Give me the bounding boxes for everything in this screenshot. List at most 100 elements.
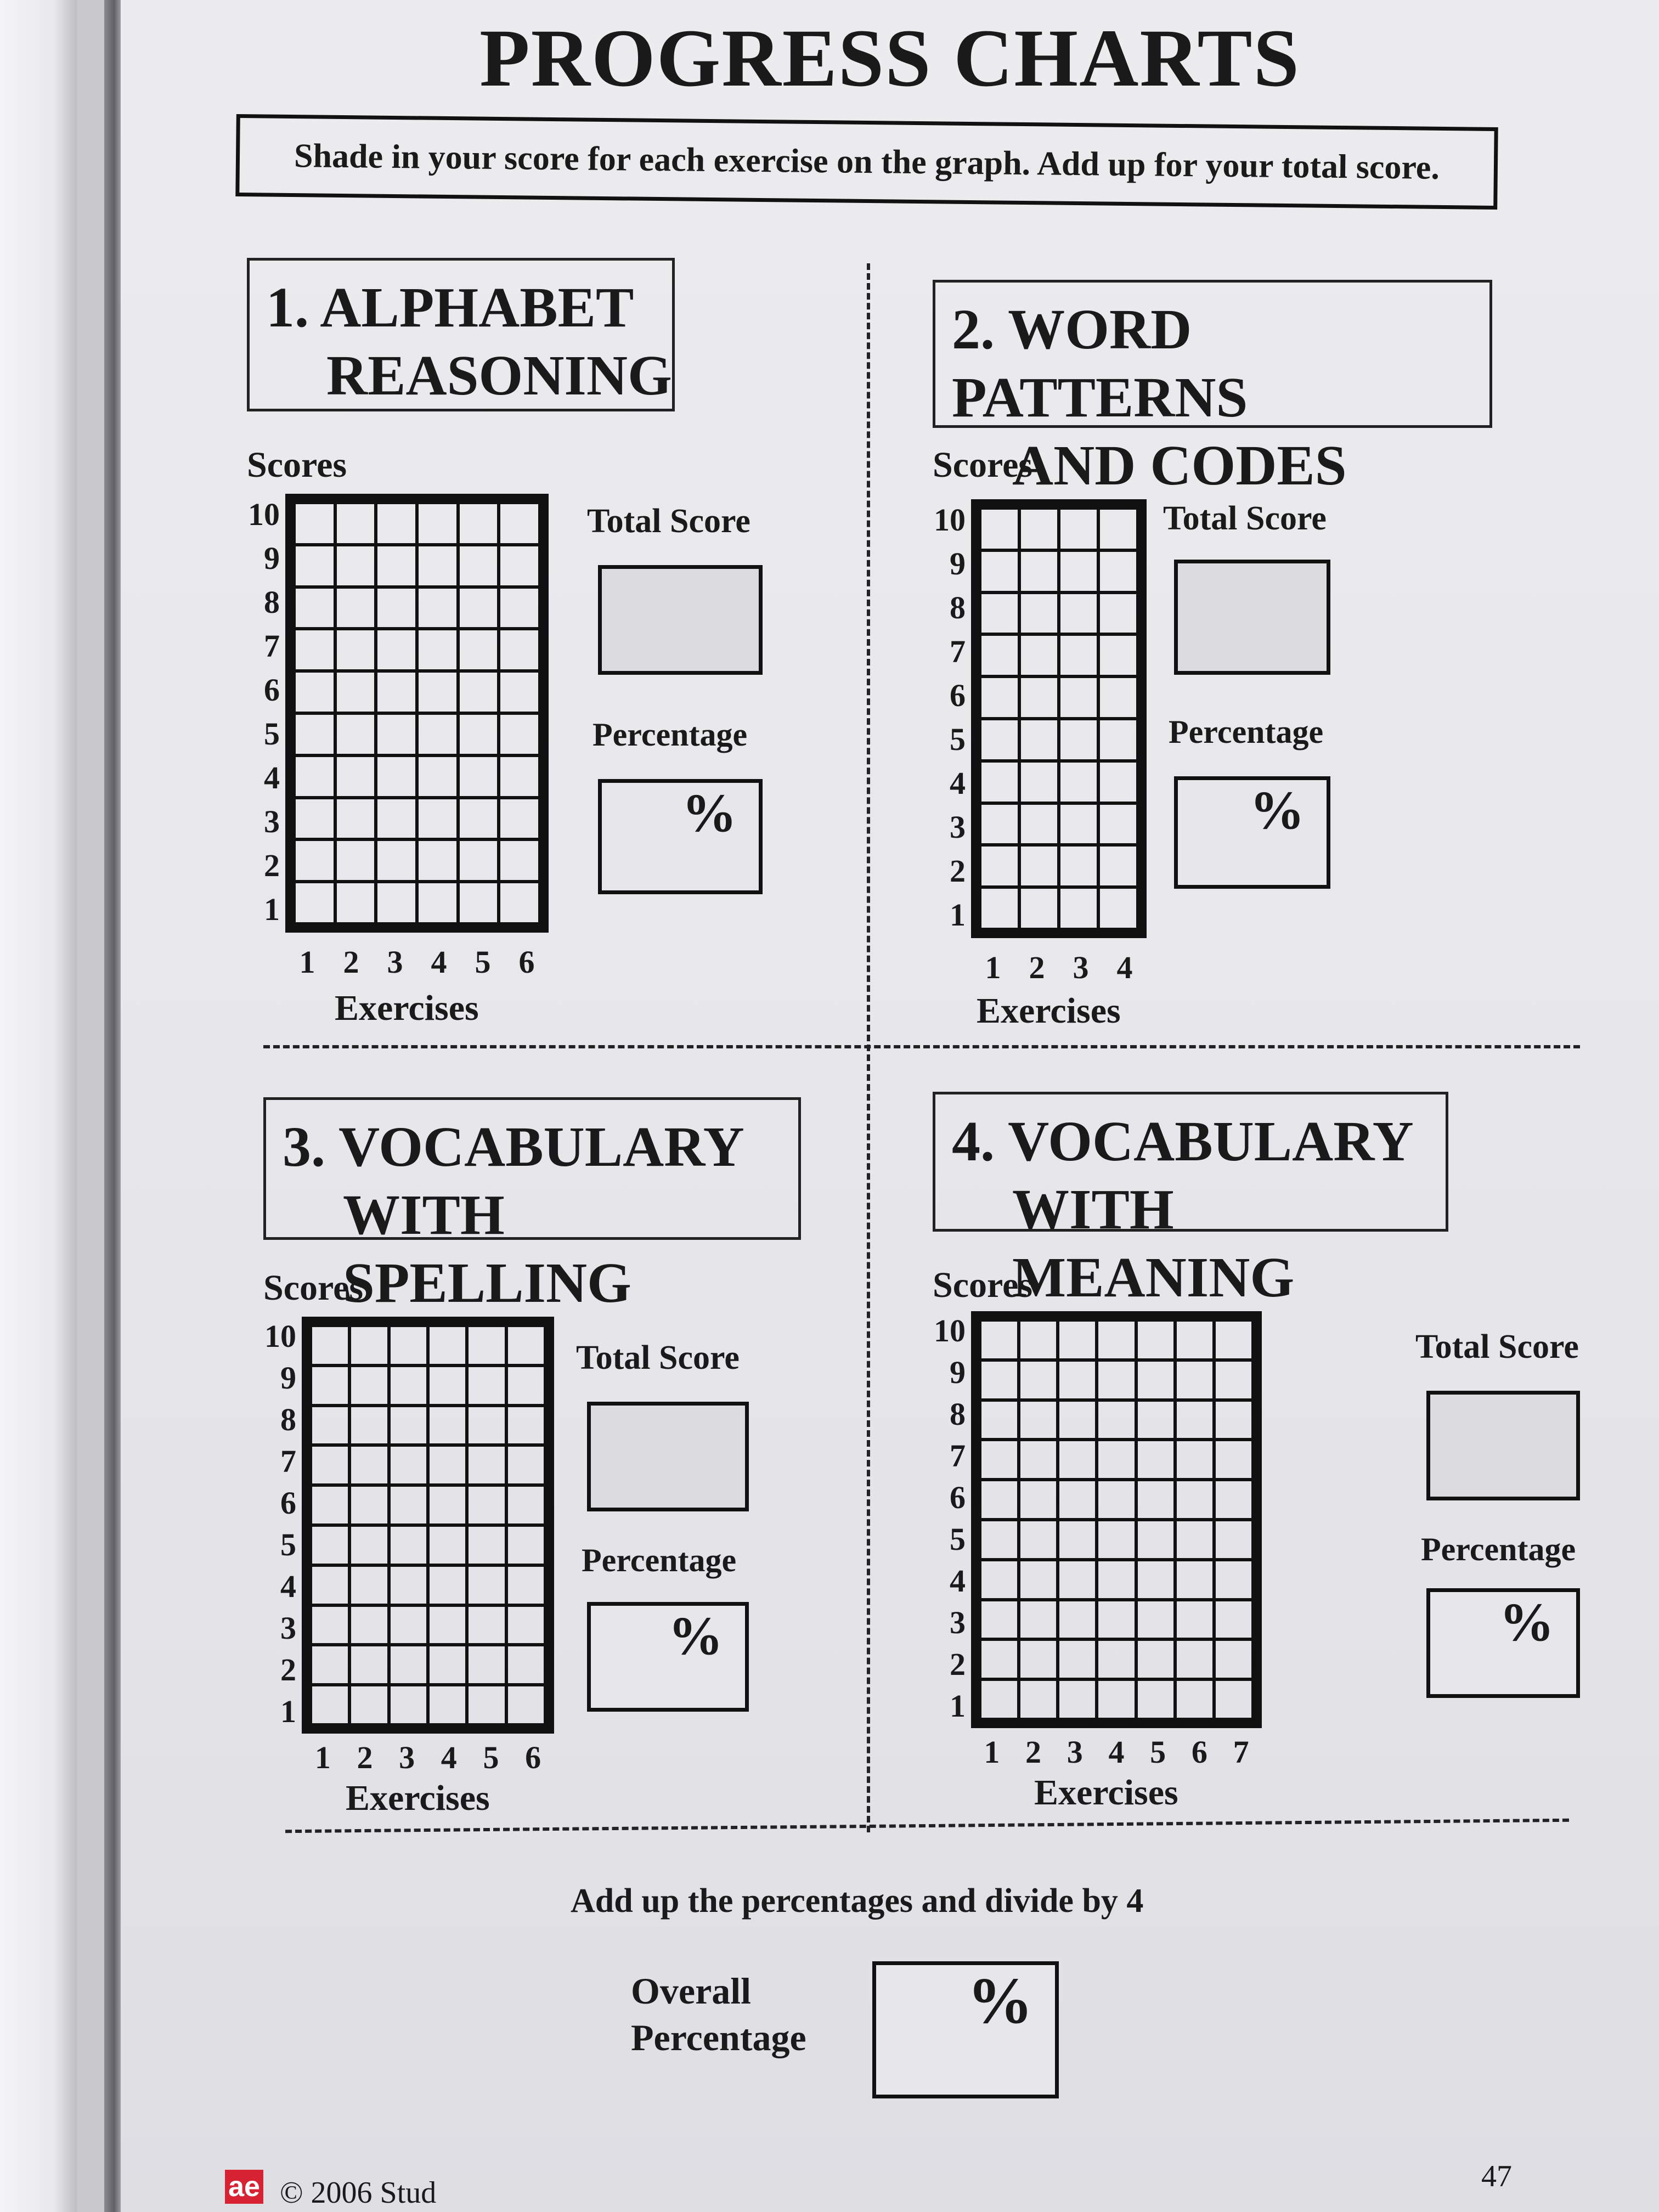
grid-cell[interactable] <box>980 719 1019 761</box>
grid-cell[interactable] <box>376 755 417 798</box>
grid-cell[interactable] <box>506 1445 545 1486</box>
total-score-box[interactable] <box>587 1402 749 1511</box>
grid-cell[interactable] <box>428 1565 467 1605</box>
grid-cell[interactable] <box>1214 1400 1253 1440</box>
grid-cell[interactable] <box>506 1365 545 1406</box>
grid-cell[interactable] <box>499 586 540 629</box>
grid-cell[interactable] <box>416 713 458 755</box>
grid-cell[interactable] <box>1019 1520 1058 1560</box>
grid-cell[interactable] <box>376 797 417 840</box>
grid-cell[interactable] <box>1019 719 1059 761</box>
grid-cell[interactable] <box>376 839 417 882</box>
grid-cell[interactable] <box>499 755 540 798</box>
grid-cell[interactable] <box>1058 1480 1097 1520</box>
grid-cell[interactable] <box>428 1645 467 1685</box>
grid-cell[interactable] <box>1098 887 1138 929</box>
grid-cell[interactable] <box>1019 634 1059 677</box>
grid-cell[interactable] <box>1136 1359 1175 1400</box>
grid-cell[interactable] <box>428 1405 467 1446</box>
grid-cell[interactable] <box>349 1565 389 1605</box>
grid-cell[interactable] <box>416 629 458 672</box>
grid-cell[interactable] <box>1214 1559 1253 1600</box>
grid-cell[interactable] <box>1175 1520 1214 1560</box>
grid-cell[interactable] <box>388 1525 428 1565</box>
grid-cell[interactable] <box>506 1405 545 1446</box>
grid-cell[interactable] <box>1136 1679 1175 1719</box>
grid-cell[interactable] <box>458 882 499 924</box>
grid-cell[interactable] <box>499 839 540 882</box>
grid-cell[interactable] <box>1019 592 1059 635</box>
grid-cell[interactable] <box>1098 803 1138 845</box>
grid-cell[interactable] <box>499 544 540 587</box>
grid-cell[interactable] <box>1097 1359 1136 1400</box>
grid-cell[interactable] <box>1019 676 1059 719</box>
grid-cell[interactable] <box>980 1320 1019 1360</box>
grid-cell[interactable] <box>349 1645 389 1685</box>
grid-cell[interactable] <box>1175 1679 1214 1719</box>
grid-cell[interactable] <box>294 839 335 882</box>
grid-cell[interactable] <box>349 1485 389 1525</box>
grid-cell[interactable] <box>1019 1440 1058 1480</box>
grid-cell[interactable] <box>349 1325 389 1365</box>
grid-cell[interactable] <box>349 1365 389 1406</box>
grid-cell[interactable] <box>1019 1480 1058 1520</box>
grid-cell[interactable] <box>335 882 376 924</box>
grid-cell[interactable] <box>980 1359 1019 1400</box>
grid-cell[interactable] <box>467 1565 506 1605</box>
grid-cell[interactable] <box>980 845 1019 888</box>
grid-cell[interactable] <box>1058 1440 1097 1480</box>
grid-cell[interactable] <box>1059 592 1098 635</box>
grid-cell[interactable] <box>1019 508 1059 550</box>
grid-cell[interactable] <box>458 713 499 755</box>
grid-cell[interactable] <box>376 713 417 755</box>
grid-cell[interactable] <box>1175 1599 1214 1640</box>
grid-cell[interactable] <box>458 544 499 587</box>
grid-cell[interactable] <box>376 629 417 672</box>
grid-cell[interactable] <box>980 592 1019 635</box>
grid-cell[interactable] <box>388 1565 428 1605</box>
percentage-box[interactable]: % <box>598 779 763 894</box>
grid-cell[interactable] <box>1175 1320 1214 1360</box>
grid-cell[interactable] <box>294 882 335 924</box>
grid-cell[interactable] <box>467 1525 506 1565</box>
grid-cell[interactable] <box>1214 1359 1253 1400</box>
grid-cell[interactable] <box>1059 803 1098 845</box>
grid-cell[interactable] <box>1098 760 1138 803</box>
grid-cell[interactable] <box>335 629 376 672</box>
grid-cell[interactable] <box>1098 845 1138 888</box>
grid-cell[interactable] <box>416 839 458 882</box>
grid-cell[interactable] <box>980 1520 1019 1560</box>
grid-cell[interactable] <box>349 1685 389 1725</box>
percentage-box[interactable]: % <box>1426 1588 1580 1698</box>
grid-cell[interactable] <box>458 503 499 545</box>
grid-cell[interactable] <box>1019 1559 1058 1600</box>
grid-cell[interactable] <box>980 887 1019 929</box>
grid-cell[interactable] <box>311 1605 350 1645</box>
grid-cell[interactable] <box>1136 1559 1175 1600</box>
grid-cell[interactable] <box>428 1605 467 1645</box>
grid-cell[interactable] <box>1136 1599 1175 1640</box>
grid-cell[interactable] <box>1214 1679 1253 1719</box>
overall-percentage-box[interactable]: % <box>872 1961 1059 2098</box>
grid-cell[interactable] <box>980 634 1019 677</box>
grid-cell[interactable] <box>1059 550 1098 592</box>
grid-cell[interactable] <box>506 1525 545 1565</box>
grid-cell[interactable] <box>499 671 540 713</box>
grid-cell[interactable] <box>349 1405 389 1446</box>
grid-cell[interactable] <box>335 839 376 882</box>
grid-cell[interactable] <box>1019 887 1059 929</box>
grid-cell[interactable] <box>499 882 540 924</box>
grid-cell[interactable] <box>467 1485 506 1525</box>
grid-cell[interactable] <box>416 755 458 798</box>
grid-cell[interactable] <box>1019 1599 1058 1640</box>
grid-cell[interactable] <box>1175 1480 1214 1520</box>
grid-cell[interactable] <box>1058 1400 1097 1440</box>
grid-cell[interactable] <box>428 1485 467 1525</box>
grid-cell[interactable] <box>1058 1359 1097 1400</box>
grid-cell[interactable] <box>1136 1400 1175 1440</box>
grid-cell[interactable] <box>428 1325 467 1365</box>
grid-cell[interactable] <box>506 1685 545 1725</box>
grid-cell[interactable] <box>980 1599 1019 1640</box>
grid-cell[interactable] <box>1097 1520 1136 1560</box>
grid-cell[interactable] <box>376 882 417 924</box>
